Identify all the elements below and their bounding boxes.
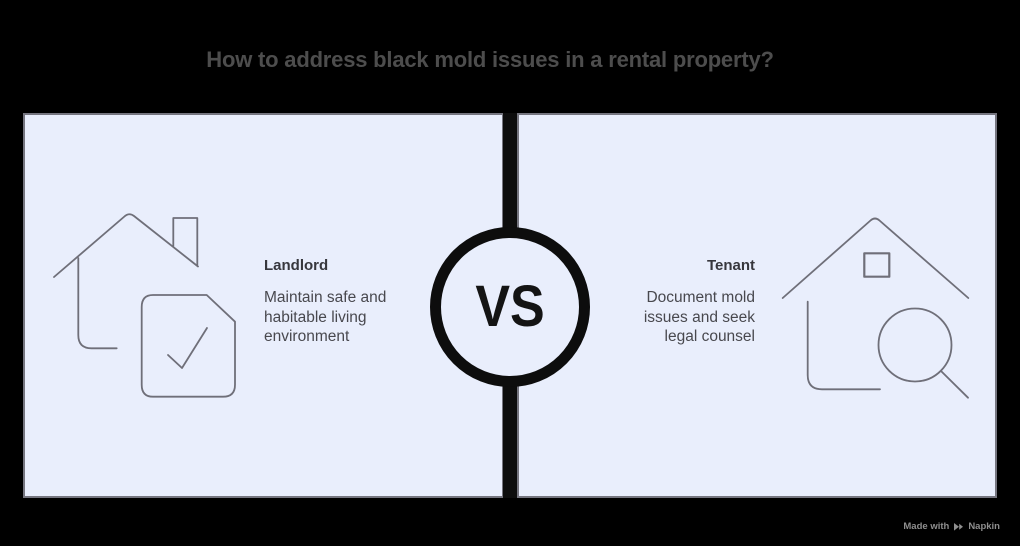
panel-landlord [23, 113, 504, 498]
page-title: How to address black mold issues in a re… [206, 47, 774, 72]
tenant-heading: Tenant [706, 257, 755, 274]
tenant-description: Document mold issues and seek legal coun… [555, 288, 755, 347]
landlord-description-line: Maintain safe and [264, 289, 387, 306]
panel-tenant [517, 113, 997, 498]
vs-label: VS [475, 274, 545, 340]
tenant-text-block: Tenant Document mold issues and seek leg… [555, 257, 755, 347]
landlord-heading: Landlord [264, 257, 329, 274]
vs-badge: VS [430, 227, 590, 387]
tenant-description-line: issues and seek [643, 308, 755, 326]
landlord-description-line: environment [264, 328, 350, 345]
landlord-description: Maintain safe and habitable living envir… [264, 288, 464, 347]
landlord-text-block: Landlord Maintain safe and habitable liv… [264, 257, 464, 347]
watermark: Made with Napkin [903, 521, 1000, 532]
watermark-brand: Napkin [968, 521, 1000, 532]
landlord-description-line: habitable living [264, 308, 367, 326]
watermark-prefix: Made with [903, 521, 950, 532]
tenant-description-line: legal counsel [664, 328, 755, 345]
napkin-logo-icon [953, 522, 964, 532]
house-with-magnifier-icon [780, 195, 1000, 415]
house-with-checklist-icon [40, 195, 250, 415]
tenant-description-line: Document mold [646, 289, 755, 306]
